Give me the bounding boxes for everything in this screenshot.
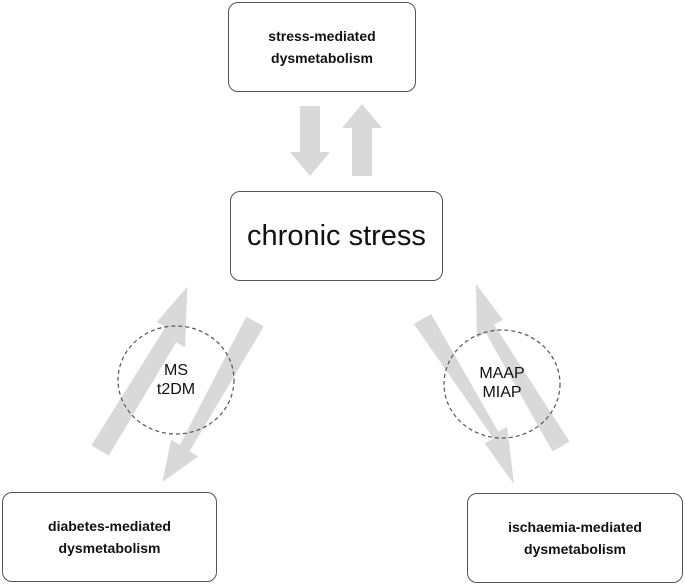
node-stress-mediated-dysmetabolism: stress-mediated dysmetabolism xyxy=(228,2,416,92)
node-right-line-1: ischaemia-mediated xyxy=(508,518,642,535)
node-top-line-1: stress-mediated xyxy=(268,27,376,44)
node-chronic-stress: chronic stress xyxy=(230,191,443,281)
circle-left-line-2: t2DM xyxy=(156,381,196,399)
node-center-label: chronic stress xyxy=(247,219,426,252)
node-left-line-1: diabetes-mediated xyxy=(48,517,171,534)
arrow-center-to-top xyxy=(342,104,382,176)
node-ischaemia-mediated-dysmetabolism: ischaemia-mediated dysmetabolism xyxy=(467,493,683,583)
arrow-right-to-center xyxy=(476,284,570,452)
circle-right-line-2: MIAP xyxy=(482,384,522,402)
node-left-line-2: dysmetabolism xyxy=(58,540,161,556)
node-diabetes-mediated-dysmetabolism: diabetes-mediated dysmetabolism xyxy=(2,492,217,582)
circle-left-label: MS t2DM xyxy=(136,361,216,399)
circle-right-line-1: MAAP xyxy=(479,365,525,382)
arrow-center-to-right xyxy=(413,314,514,484)
arrow-top-to-center xyxy=(290,106,330,176)
node-top-line-2: dysmetabolism xyxy=(271,50,373,66)
dashed-circle-right xyxy=(443,329,561,439)
arrow-center-to-left xyxy=(162,316,264,482)
circle-right-label: MAAP MIAP xyxy=(462,364,542,402)
arrow-left-to-center xyxy=(91,286,188,456)
dashed-circle-left xyxy=(117,325,235,435)
circle-left-line-1: MS xyxy=(164,362,188,379)
node-right-line-2: dysmetabolism xyxy=(524,541,626,557)
